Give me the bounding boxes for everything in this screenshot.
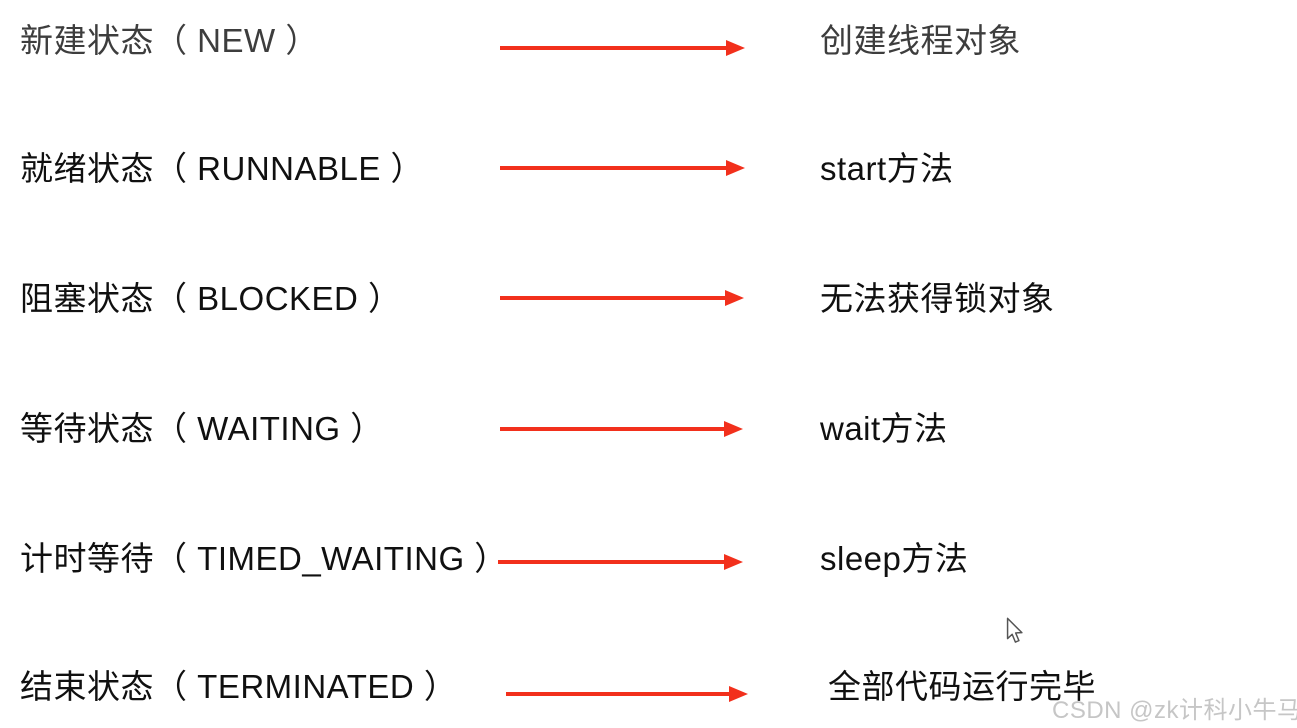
state-row-runnable: 就绪状态（ RUNNABLE ） start方法 [0, 150, 1297, 214]
trigger-label: sleep方法 [820, 540, 969, 577]
state-label: 新建状态（ NEW ） [20, 22, 319, 59]
right-arrow-icon [500, 40, 745, 56]
right-arrow-icon [500, 160, 745, 176]
state-row-blocked: 阻塞状态（ BLOCKED ） 无法获得锁对象 [0, 280, 1297, 344]
right-arrow-icon [506, 686, 748, 702]
right-arrow-icon [500, 421, 743, 437]
trigger-label: 无法获得锁对象 [820, 280, 1055, 317]
state-row-timed-waiting: 计时等待（ TIMED_WAITING ） sleep方法 [0, 540, 1297, 604]
state-row-waiting: 等待状态（ WAITING ） wait方法 [0, 410, 1297, 474]
state-label: 结束状态（ TERMINATED ） [20, 668, 458, 705]
trigger-label: 创建线程对象 [820, 22, 1021, 59]
csdn-watermark: CSDN @zk计科小牛马 [1052, 697, 1297, 724]
trigger-label: wait方法 [820, 410, 948, 447]
mouse-cursor-icon [1006, 617, 1023, 643]
state-row-terminated: 结束状态（ TERMINATED ） 全部代码运行完毕 [0, 668, 1297, 728]
trigger-label: start方法 [820, 150, 954, 187]
right-arrow-icon [498, 554, 743, 570]
state-row-new: 新建状态（ NEW ） 创建线程对象 [0, 22, 1297, 86]
right-arrow-icon [500, 290, 744, 306]
state-label: 计时等待（ TIMED_WAITING ） [20, 540, 508, 577]
state-label: 就绪状态（ RUNNABLE ） [20, 150, 425, 187]
trigger-label: 全部代码运行完毕 [828, 668, 1096, 705]
state-label: 等待状态（ WAITING ） [20, 410, 384, 447]
state-label: 阻塞状态（ BLOCKED ） [20, 280, 402, 317]
